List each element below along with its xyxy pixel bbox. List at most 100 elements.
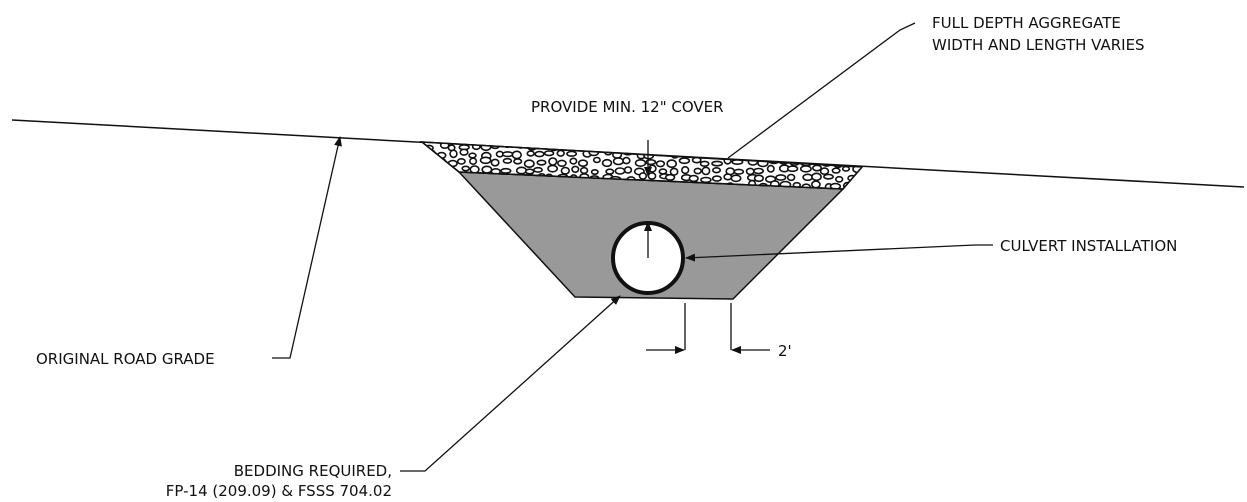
- aggregate-stone: [857, 149, 862, 156]
- aggregate-stone: [678, 157, 691, 165]
- aggregate-stone: [444, 172, 456, 181]
- aggregate-stone: [711, 160, 723, 167]
- aggregate-stone: [857, 142, 862, 149]
- aggregate-stone: [752, 167, 764, 175]
- aggregate-stone: [569, 157, 578, 165]
- aggregate-stone: [566, 150, 578, 157]
- aggregate-stone: [543, 150, 555, 157]
- aggregate-stone: [781, 142, 790, 143]
- aggregate-stone: [700, 135, 709, 141]
- aggregate-stone: [819, 167, 830, 176]
- aggregate-stone: [712, 142, 724, 143]
- aggregate-stone: [797, 151, 809, 160]
- aggregate-stone: [437, 180, 447, 188]
- aggregate-stone: [622, 142, 632, 149]
- aggregate-stone: [730, 174, 742, 183]
- aggregate-stone: [524, 168, 535, 175]
- aggregate-stone: [781, 143, 790, 151]
- aggregate-stone: [481, 165, 493, 174]
- aggregate-stone: [459, 181, 468, 189]
- bedding-label-line2: FP-14 (209.09) & FSSS 704.02: [165, 482, 392, 500]
- dimension-label: 2': [778, 342, 792, 360]
- aggregate-stone: [658, 135, 667, 140]
- aggregate-stone: [701, 166, 711, 176]
- aggregate-stone: [468, 152, 477, 159]
- aggregate-stone: [598, 142, 610, 143]
- aggregate-stone: [829, 182, 842, 189]
- aggregate-stone: [711, 167, 721, 174]
- aggregate-stone: [527, 136, 534, 141]
- aggregate-stone: [735, 151, 747, 160]
- aggregate-stone: [501, 151, 514, 158]
- aggregate-stone: [789, 147, 799, 157]
- aggregate-stone: [426, 136, 435, 141]
- aggregate-stone: [699, 160, 710, 168]
- aggregate-stone: [835, 142, 847, 151]
- culvert-label: CULVERT INSTALLATION: [1000, 237, 1178, 255]
- aggregate-stone: [612, 157, 625, 166]
- aggregate-stone: [605, 168, 615, 175]
- aggregate-stone: [502, 157, 513, 164]
- aggregate-stone: [777, 149, 789, 158]
- aggregate-stone: [425, 157, 435, 166]
- aggregate-stone: [523, 159, 535, 168]
- aggregate-stone: [700, 176, 712, 184]
- aggregate-stone: [571, 165, 580, 174]
- aggregate-stone: [656, 142, 665, 148]
- aggregate-stone: [601, 158, 613, 168]
- aggregate-stone: [500, 167, 512, 174]
- aggregate-stone: [745, 167, 755, 176]
- aggregate-stone: [449, 149, 458, 159]
- aggregate-stone: [667, 142, 679, 150]
- aggregate-stone: [770, 143, 779, 151]
- aggregate-stone: [591, 142, 603, 149]
- aggregate-stone: [513, 158, 523, 165]
- aggregate-stone: [568, 136, 576, 141]
- aggregate-stone: [592, 156, 601, 164]
- aggregate-stone: [823, 142, 835, 148]
- aggregate-stone: [775, 174, 787, 181]
- aggregate-stone: [856, 142, 862, 143]
- aggregate-stone: [788, 142, 800, 148]
- aggregate-stone: [725, 142, 735, 143]
- aggregate-stone: [811, 180, 821, 189]
- bedding-leader: [400, 295, 621, 472]
- aggregate-label-line1: FULL DEPTH AGGREGATE: [932, 14, 1121, 32]
- aggregate-stone: [571, 142, 581, 151]
- aggregate-stone: [589, 142, 599, 144]
- aggregate-stone: [449, 183, 459, 189]
- aggregate-stone: [734, 133, 741, 140]
- aggregate-stone: [666, 159, 678, 169]
- aggregate-stone: [422, 149, 426, 158]
- aggregate-stone: [535, 142, 546, 148]
- aggregate-stone: [577, 142, 590, 150]
- aggregate-stone: [655, 160, 666, 168]
- aggregate-stone: [545, 132, 555, 139]
- aggregate-stone: [422, 182, 424, 189]
- aggregate-stone: [625, 135, 632, 140]
- aggregate-stone: [744, 134, 751, 140]
- aggregate-stone: [843, 152, 853, 160]
- aggregate-stone: [479, 156, 492, 165]
- aggregate-stone: [515, 166, 528, 175]
- aggregate-stone: [470, 142, 480, 144]
- aggregate-stone: [539, 136, 548, 141]
- aggregate-stone: [504, 134, 512, 140]
- aggregate-stone: [680, 143, 691, 151]
- aggregate-stone: [823, 173, 834, 180]
- aggregate-stone: [461, 165, 471, 172]
- aggregate-label-line2: WIDTH AND LENGTH VARIES: [932, 36, 1145, 54]
- aggregate-stone: [490, 158, 500, 167]
- aggregate-stone: [857, 175, 862, 184]
- aggregate-stone: [422, 157, 426, 164]
- aggregate-stone: [534, 150, 545, 158]
- aggregate-stone: [623, 166, 633, 174]
- aggregate-stone: [577, 159, 589, 167]
- aggregate-stone: [832, 134, 839, 139]
- aggregate-stone: [426, 173, 438, 182]
- aggregate-stone: [746, 148, 758, 156]
- aggregate-stone: [447, 134, 456, 140]
- aggregate-stone: [766, 164, 775, 173]
- aggregate-stone: [422, 164, 427, 173]
